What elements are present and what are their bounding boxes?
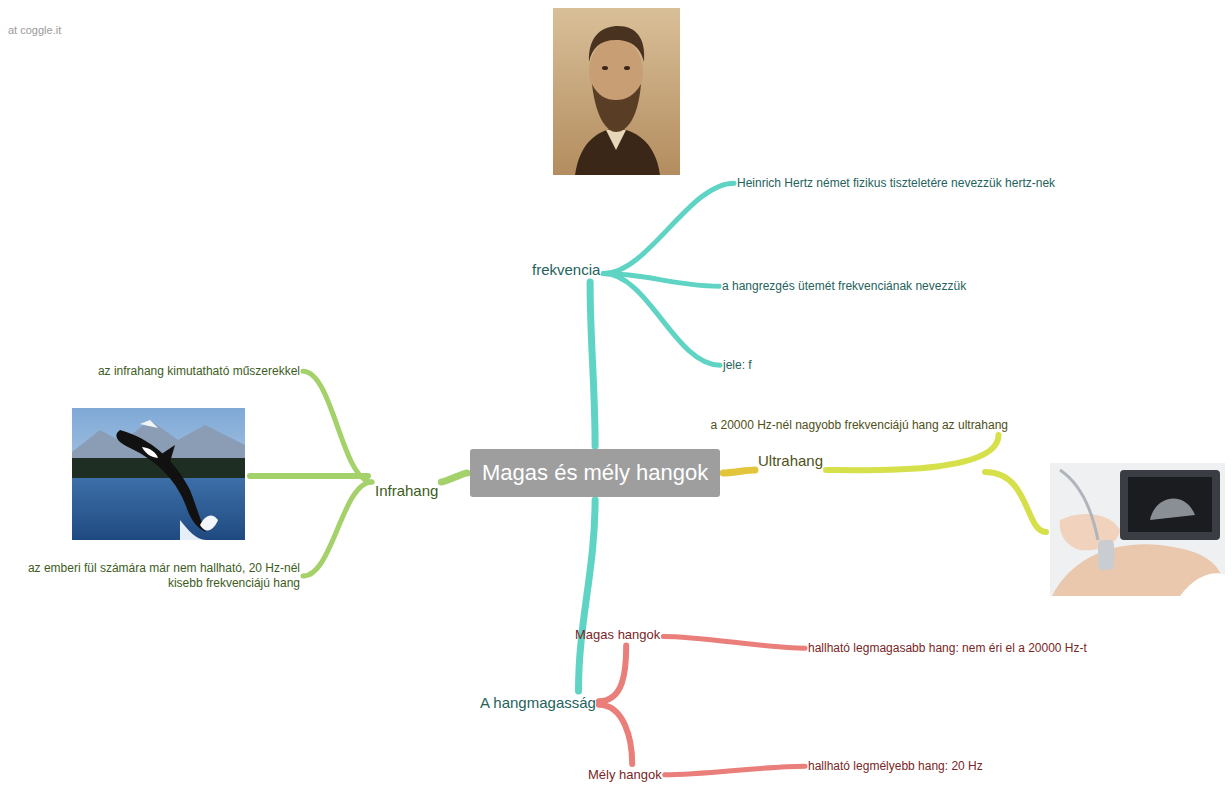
branch-label: Magas hangok [575,627,660,643]
branch-line [579,500,596,691]
branch-line [826,435,999,470]
branch-text: Heinrich Hertz német fizikus tiszteletér… [737,176,1055,190]
topic-text: Magas és mély hangok [482,460,708,486]
branch-text: hallható legmélyebb hang: 20 Hz [808,759,983,773]
leaf-text: hallható legmélyebb hang: 20 Hz [808,759,983,773]
central-topic: Magas és mély hangok [470,449,720,497]
branch-text: Magas hangok [575,627,660,643]
leaf-text: Heinrich Hertz német fizikus tiszteletér… [737,176,1055,190]
branch-label: Infrahang [375,482,438,500]
branch-text: az infrahang kimutatható műszerekkel [20,364,300,378]
branch-text: Mély hangok [588,767,662,783]
branch-text: Infrahang [375,482,438,500]
leaf-text: az emberi fül számára már nem hallható, … [20,561,300,591]
branch-to-orca [250,473,368,479]
hertz-portrait [553,8,680,175]
leaf-text: az infrahang kimutatható műszerekkel [20,364,300,378]
leaf-text: a 20000 Hz-nél nagyobb frekvenciájú hang… [690,418,1008,432]
branch-line [723,470,755,473]
branch-line [303,371,372,482]
orca-photo [72,408,245,540]
branch-label: Ultrahang [758,452,823,470]
branch-text: Ultrahang [758,452,823,470]
watermark: at coggle.it [8,24,61,36]
branch-line [303,482,372,576]
branch-label: A hangmagasság [480,694,596,712]
branch-line [663,636,805,648]
branch-line [603,274,720,366]
branch-line [590,282,595,446]
branch-text: a 20000 Hz-nél nagyobb frekvenciájú hang… [690,418,1008,432]
branch-line [603,183,734,273]
branch-text: A hangmagasság [480,694,596,712]
branch-to-ultrasound [985,472,1046,532]
leaf-text: jele: f [723,358,752,372]
branch-line [599,705,632,764]
branch-text: jele: f [723,358,752,372]
branch-label: Mély hangok [588,767,662,783]
leaf-text: hallható legmagasabb hang: nem éri el a … [808,641,1087,655]
branch-line [665,766,805,775]
branch-text: az emberi fül számára már nem hallható, … [20,561,300,591]
branch-text: frekvencia [532,261,600,279]
branch-label: frekvencia [532,261,600,279]
branch-text: a hangrezgés ütemét frekvenciának nevezz… [722,279,966,293]
branch-line [441,473,467,482]
branch-text: hallható legmagasabb hang: nem éri el a … [808,641,1087,655]
branch-line [599,646,626,702]
ultrasound-photo [1050,463,1225,596]
leaf-text: a hangrezgés ütemét frekvenciának nevezz… [722,279,966,293]
